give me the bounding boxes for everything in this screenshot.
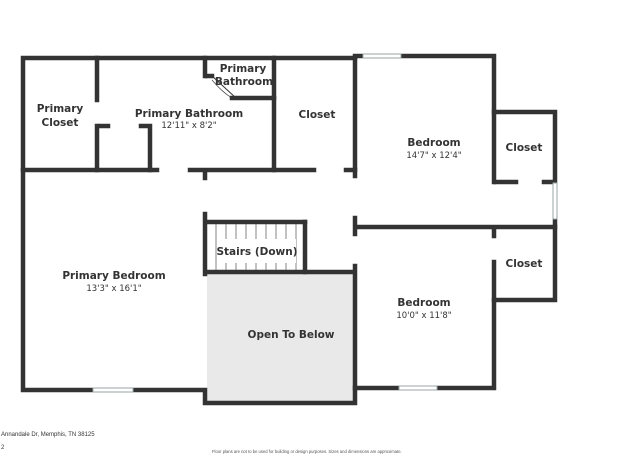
bedroom-lower-dims: 10'0" x 11'8"	[396, 311, 451, 321]
bedroom-upper-label: Bedroom	[407, 137, 460, 149]
windows	[92, 53, 558, 393]
footer-page-number: 2	[1, 445, 5, 451]
primary-bedroom-label: Primary Bedroom	[62, 270, 165, 282]
footer-disclaimer: Floor plans are not to be used for build…	[212, 449, 402, 454]
open-to-below-area	[207, 274, 353, 402]
open-to-below-label: Open To Below	[248, 329, 335, 341]
primary-bathroom-small-label-1: Primary	[220, 63, 267, 75]
footer-address: Annandale Dr, Memphis, TN 38125	[1, 432, 95, 438]
primary-closet-label-1: Primary	[37, 103, 84, 115]
closet-center-label: Closet	[299, 109, 336, 121]
door-arc	[211, 79, 233, 99]
primary-bedroom-dims: 13'3" x 16'1"	[86, 284, 141, 294]
closet-right-upper-label: Closet	[506, 142, 543, 154]
closet-right-lower-label: Closet	[506, 258, 543, 270]
bedroom-lower-label: Bedroom	[397, 297, 450, 309]
door-swing	[211, 75, 237, 99]
stairs-label-bg	[218, 239, 296, 263]
primary-bathroom-small-label-2: Bathroom	[215, 76, 273, 88]
stairs-label: Stairs (Down)	[216, 246, 297, 258]
bedroom-upper-dims: 14'7" x 12'4"	[406, 151, 461, 161]
primary-closet-label-2: Closet	[42, 117, 79, 129]
primary-bathroom-dims: 12'11" x 8'2"	[161, 121, 216, 131]
primary-bathroom-label: Primary Bathroom	[135, 108, 243, 120]
